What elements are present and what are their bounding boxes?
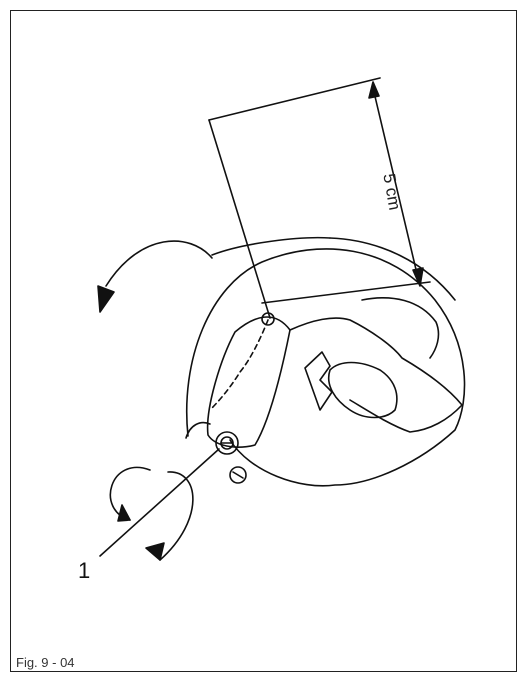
screw-rotation-arrow-right-head (145, 542, 165, 561)
screw-rotation-arrow-right (159, 471, 194, 561)
screw-rotation-arrow-left (109, 466, 151, 521)
dimension-arrow-head-bottom (412, 267, 424, 287)
lower-screw-slot (232, 471, 244, 479)
latch-notch (304, 351, 333, 411)
bobbin-window (328, 361, 398, 419)
rotation-arrow-upper-head (97, 285, 115, 313)
dimension-bottom-line (261, 281, 431, 304)
bobbin-case-body (185, 248, 466, 487)
bobbin-case-rim-top (211, 236, 331, 256)
thread-eyelet (261, 312, 275, 326)
figure-caption: Fig. 9 - 04 (16, 655, 75, 670)
figure-frame (10, 10, 517, 672)
dimension-top-line (208, 77, 381, 121)
latch-top-detail (361, 297, 440, 359)
tension-spring (206, 316, 291, 448)
thread-path-dashed (209, 319, 269, 411)
tension-screw-outer (215, 431, 239, 455)
dimension-arrow-line (372, 87, 419, 279)
rotation-arrow-upper (105, 240, 213, 287)
spring-tip (185, 421, 211, 439)
bobbin-case-rim-right (329, 237, 456, 301)
screw-rotation-arrow-left-head (117, 504, 131, 522)
thread-guide-line (208, 119, 271, 319)
callout-leader-1 (99, 448, 220, 557)
lower-screw (229, 466, 247, 484)
latch-lever (289, 317, 463, 433)
callout-number: 1 (78, 558, 91, 583)
dimension-arrow-head-top (368, 81, 380, 99)
